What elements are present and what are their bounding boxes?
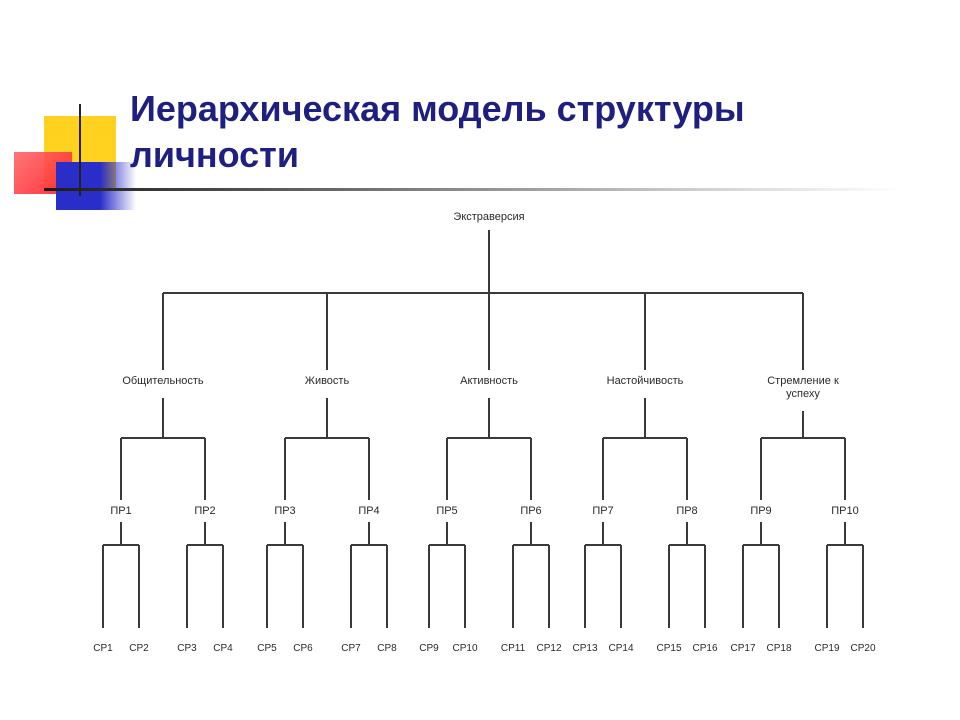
slide-title: Иерархическая модель структуры личности bbox=[130, 88, 745, 175]
response-label: СР9 bbox=[419, 643, 439, 654]
response-label: СР6 bbox=[293, 643, 313, 654]
response-label: СР12 bbox=[536, 643, 561, 654]
trait-label: успеху bbox=[786, 388, 820, 400]
habit-label: ПР3 bbox=[274, 505, 295, 517]
habit-label: ПР1 bbox=[110, 505, 131, 517]
response-label: СР2 bbox=[129, 643, 149, 654]
habit-label: ПР2 bbox=[194, 505, 215, 517]
trait-label: Активность bbox=[460, 375, 518, 387]
response-label: СР7 bbox=[341, 643, 361, 654]
response-label: СР16 bbox=[692, 643, 717, 654]
title-underline bbox=[44, 188, 904, 191]
habit-label: ПР9 bbox=[750, 505, 771, 517]
response-label: СР8 bbox=[377, 643, 397, 654]
response-label: СР17 bbox=[730, 643, 755, 654]
habit-label: ПР7 bbox=[592, 505, 613, 517]
trait-label: Настойчивость bbox=[607, 375, 684, 387]
decor-blue-square bbox=[56, 162, 136, 210]
habit-label: ПР8 bbox=[676, 505, 697, 517]
response-label: СР14 bbox=[608, 643, 633, 654]
trait-label: Общительность bbox=[122, 375, 204, 387]
response-label: СР18 bbox=[766, 643, 791, 654]
response-label: СР3 bbox=[177, 643, 197, 654]
response-label: СР11 bbox=[501, 643, 526, 654]
response-label: СР20 bbox=[850, 643, 875, 654]
response-label: СР13 bbox=[572, 643, 597, 654]
response-label: СР15 bbox=[656, 643, 681, 654]
habit-label: ПР5 bbox=[436, 505, 457, 517]
decor-vertical-line bbox=[79, 104, 81, 196]
response-label: СР19 bbox=[814, 643, 839, 654]
trait-label: Стремление к bbox=[767, 375, 839, 387]
root-node-label: Экстраверсия bbox=[453, 211, 524, 223]
trait-label: Живость bbox=[305, 375, 350, 387]
response-label: СР10 bbox=[452, 643, 477, 654]
response-label: СР5 bbox=[257, 643, 277, 654]
habit-label: ПР6 bbox=[520, 505, 541, 517]
response-label: СР1 bbox=[93, 643, 113, 654]
response-label: СР4 bbox=[213, 643, 233, 654]
habit-label: ПР10 bbox=[831, 505, 858, 517]
habit-label: ПР4 bbox=[358, 505, 379, 517]
